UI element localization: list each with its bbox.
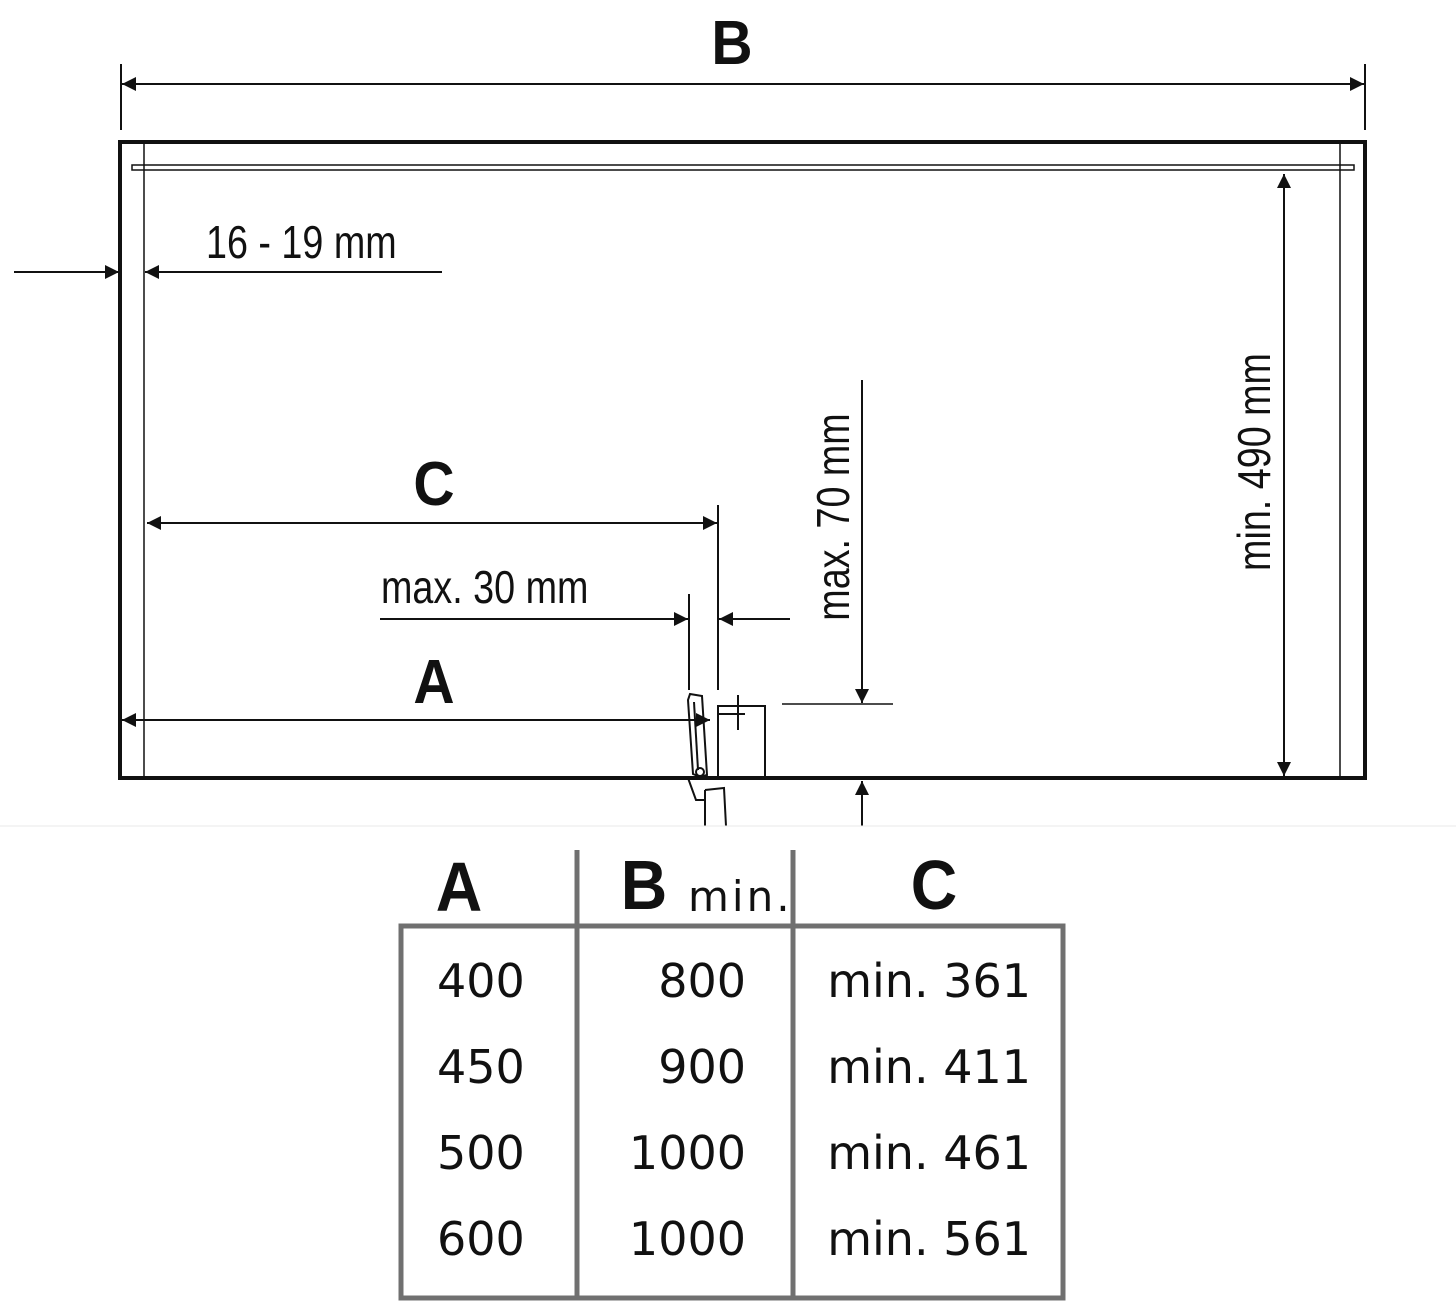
- cell-a: 450: [437, 1040, 525, 1094]
- header-b-suffix: min.: [688, 872, 793, 921]
- dimension-max-30: max. 30 mm: [380, 561, 790, 690]
- dimension-a: A: [122, 647, 710, 727]
- thickness-label: 16 - 19 mm: [206, 216, 397, 267]
- cell-c: min. 411: [827, 1040, 1031, 1094]
- dimension-c: C: [147, 449, 719, 690]
- cell-b: 900: [658, 1040, 746, 1094]
- header-c: C: [911, 847, 958, 925]
- dimension-max-70: max. 70 mm: [782, 380, 893, 826]
- table-row: 400 800 min. 361: [437, 954, 1031, 1008]
- runner-fitting: [686, 692, 766, 827]
- cell-a: 400: [437, 954, 525, 1008]
- dimension-table: A B min. C 400 800 min. 361 450 900 min.…: [398, 847, 1066, 1301]
- cell-c: min. 361: [827, 954, 1031, 1008]
- table-header: A B min. C: [436, 847, 958, 927]
- dimension-b-label: B: [711, 8, 752, 78]
- cell-b: 800: [658, 954, 746, 1008]
- cell-c: min. 561: [827, 1212, 1031, 1266]
- cell-b: 1000: [629, 1126, 746, 1180]
- cell-a: 500: [437, 1126, 525, 1180]
- top-rail: [131, 164, 1355, 171]
- header-a: A: [436, 849, 483, 927]
- cell-b: 1000: [629, 1212, 746, 1266]
- dimension-min-490: min. 490 mm: [1228, 174, 1291, 776]
- header-b: B: [621, 847, 668, 925]
- max-30-label: max. 30 mm: [381, 561, 588, 612]
- max-70-label: max. 70 mm: [807, 413, 858, 620]
- dimension-thickness: 16 - 19 mm: [14, 216, 442, 279]
- dimension-a-label: A: [413, 647, 454, 717]
- cell-a: 600: [437, 1212, 525, 1266]
- table-row: 450 900 min. 411: [437, 1040, 1031, 1094]
- dimension-b: B: [120, 8, 1366, 130]
- min-490-label: min. 490 mm: [1228, 353, 1279, 571]
- table-row: 600 1000 min. 561: [437, 1212, 1031, 1266]
- dimension-c-label: C: [413, 449, 454, 519]
- table-row: 500 1000 min. 461: [437, 1126, 1031, 1180]
- cell-c: min. 461: [827, 1126, 1031, 1180]
